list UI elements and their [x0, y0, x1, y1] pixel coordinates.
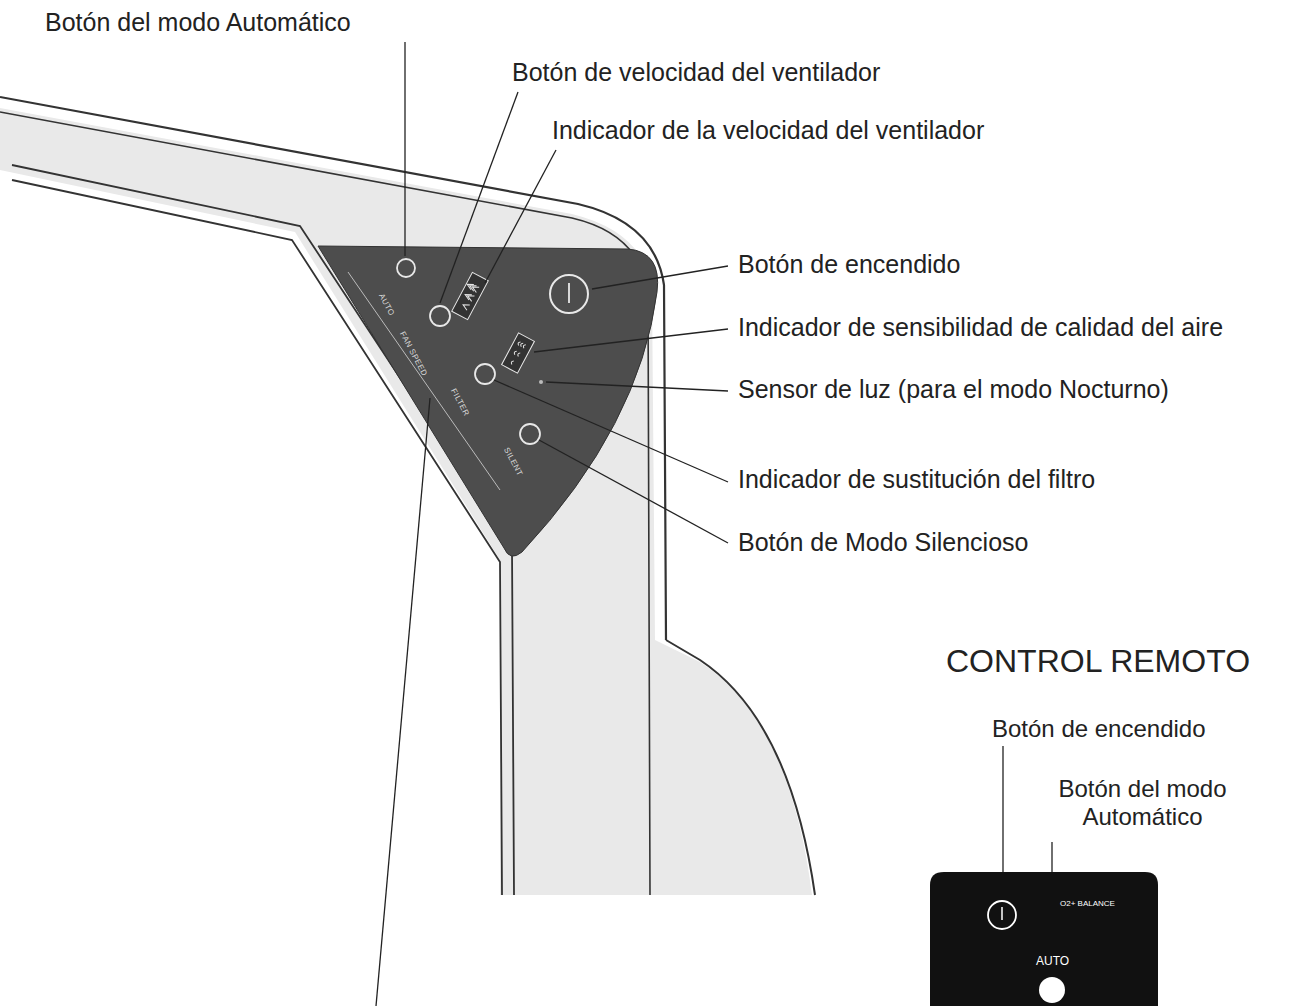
- remote-auto-button: [1039, 977, 1065, 1003]
- power-symbol: [568, 283, 570, 303]
- silent-button: [520, 424, 540, 444]
- light-sensor: [539, 380, 543, 384]
- auto-button: [397, 259, 415, 277]
- housing-edge: [0, 97, 666, 640]
- callout-label: Sensor de luz (para el modo Nocturno): [738, 375, 1169, 404]
- remote-power-button: [988, 901, 1016, 929]
- section-heading: CONTROL REMOTO: [946, 643, 1250, 680]
- callout-label: Botón de encendido: [992, 715, 1206, 743]
- callout-label: Indicador de la velocidad del ventilador: [552, 116, 984, 145]
- housing-edge: [666, 640, 815, 895]
- housing-band: [0, 108, 812, 895]
- callout-label: Botón del modo Automático: [1030, 775, 1255, 830]
- fan-speed-indicator: [452, 272, 489, 319]
- air-quality-indicator: [502, 333, 535, 373]
- control-panel: [318, 246, 658, 556]
- remote-control: [930, 872, 1158, 1006]
- panel-marking: O2+ BALANCE: [1060, 899, 1115, 908]
- power-symbol: [1001, 907, 1003, 920]
- callout-label: Botón de velocidad del ventilador: [512, 58, 880, 87]
- panel-marking: AUTO: [1036, 955, 1069, 969]
- filter-indicator: [475, 364, 495, 384]
- callout-label: Indicador de sustitución del filtro: [738, 465, 1095, 494]
- fan-speed-button: [430, 306, 450, 326]
- leader-lines: [376, 42, 1052, 1006]
- callout-label: Botón del modo Automático: [45, 8, 351, 37]
- power-button: [550, 275, 588, 313]
- callout-label: Botón de Modo Silencioso: [738, 528, 1028, 557]
- callout-label: Botón de encendido: [738, 250, 960, 279]
- panel-divider: [348, 272, 500, 490]
- callout-label: Indicador de sensibilidad de calidad del…: [738, 313, 1223, 342]
